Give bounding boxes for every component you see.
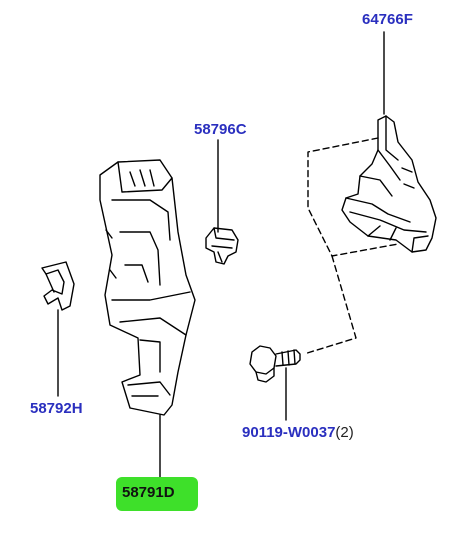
part-label-90119-w0037[interactable]: 90119-W0037(2) <box>242 424 354 442</box>
part-label-58791d[interactable]: 58791D <box>122 484 175 502</box>
bracket-58791d-drawing[interactable] <box>99 159 196 416</box>
part-label-58792h[interactable]: 58792H <box>30 400 83 418</box>
bracket-64766f-drawing[interactable] <box>341 115 437 253</box>
bolt-drawing[interactable] <box>249 345 301 383</box>
highlight-marker <box>116 477 198 511</box>
part-number: 64766F <box>362 11 413 28</box>
clip-58796c-drawing[interactable] <box>205 227 239 265</box>
part-number: 58796C <box>194 121 247 138</box>
part-number: 58791D <box>122 484 175 501</box>
part-label-58796c[interactable]: 58796C <box>194 121 247 139</box>
part-number: 90119-W0037 <box>242 424 336 441</box>
clip-58792h-drawing[interactable] <box>41 261 75 311</box>
part-label-64766f[interactable]: 64766F <box>362 11 413 29</box>
part-quantity: (2) <box>335 424 354 441</box>
part-number: 58792H <box>30 400 83 417</box>
